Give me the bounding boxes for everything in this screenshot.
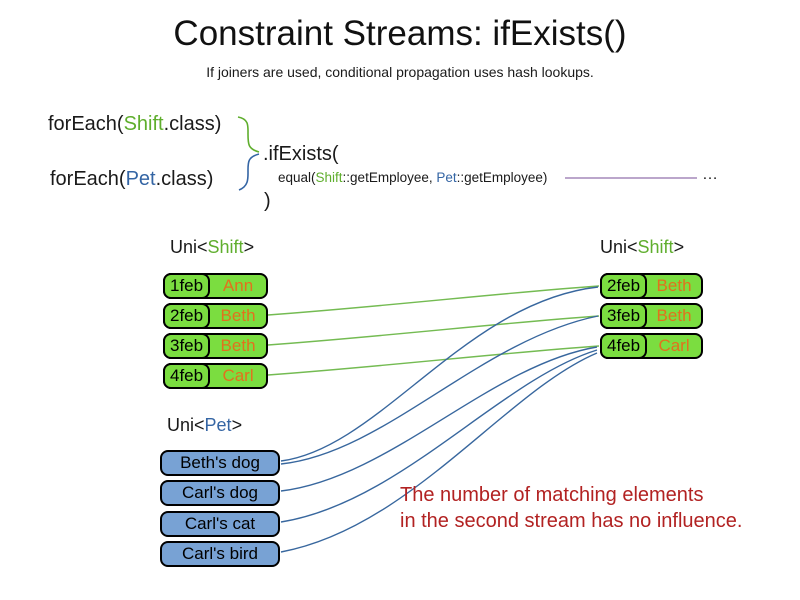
label-text: > <box>673 237 685 257</box>
code-foreach-shift: forEach(Shift.class) <box>48 113 221 136</box>
pet-class-token: Pet <box>204 415 232 435</box>
pet-row-beths-dog: Beth's dog <box>160 450 280 476</box>
green-connector-4feb <box>267 345 600 376</box>
shift-row-3feb-beth: 3feb Beth <box>600 303 703 329</box>
label-text: Uni< <box>170 237 208 257</box>
code-ifexists: .ifExists( <box>263 143 339 165</box>
code-equal-joiner: equal(Shift::getEmployee, Pet::getEmploy… <box>278 170 547 185</box>
green-connector-3feb <box>267 315 600 346</box>
left-shift-table-label: Uni<Shift> <box>170 237 254 258</box>
pet-class-token: Pet <box>125 168 156 190</box>
shift-employee-cell: Carl <box>222 366 254 385</box>
code-foreach-pet: forEach(Pet.class) <box>50 168 213 191</box>
shift-date-cell: 1feb <box>163 273 211 299</box>
shift-class-token: Shift <box>123 113 164 135</box>
shift-employee-cell: Beth <box>656 276 692 295</box>
shift-class-token: Shift <box>207 237 244 257</box>
label-text: Uni< <box>600 237 638 257</box>
page-title: Constraint Streams: ifExists() <box>173 14 627 53</box>
pet-table-label: Uni<Pet> <box>167 415 242 436</box>
shift-employee-cell: Beth <box>220 306 256 325</box>
label-text: > <box>231 415 243 435</box>
pet-row-carls-dog: Carl's dog <box>160 480 280 506</box>
label-text: > <box>243 237 255 257</box>
shift-employee-cell: Ann <box>222 276 254 295</box>
shift-row-2feb-beth: 2feb Beth <box>600 273 703 299</box>
shift-date-cell: 2feb <box>600 273 648 299</box>
annotation-line-1: The number of matching elements <box>400 484 704 506</box>
shift-employee-cell: Beth <box>656 306 692 325</box>
shift-date-cell: 4feb <box>600 333 648 359</box>
code-text: forEach( <box>50 168 126 190</box>
shift-row-4feb-carl: 4feb Carl <box>163 363 268 389</box>
shift-date-cell: 3feb <box>163 333 211 359</box>
slide-subtitle: If joiners are used, conditional propaga… <box>206 64 594 80</box>
code-close-paren: ) <box>264 190 271 212</box>
annotation-line-2: in the second stream has no influence. <box>400 510 743 532</box>
blue-connector-carlsbird-4feb <box>280 352 598 553</box>
code-text: ::getEmployee) <box>456 170 548 185</box>
label-text: Uni< <box>167 415 205 435</box>
blue-connector-bethsdog-2feb <box>280 286 599 462</box>
pet-class-token: Pet <box>436 170 457 185</box>
pet-name-cell: Beth's dog <box>180 453 260 472</box>
shift-employee-cell: Carl <box>658 336 690 355</box>
code-text: equal( <box>278 170 316 185</box>
brace-shift-segment <box>237 116 260 153</box>
code-ellipsis: … <box>702 166 718 183</box>
code-text: forEach( <box>48 113 124 135</box>
blue-connector-carlsdog-4feb <box>280 346 598 492</box>
pet-name-cell: Carl's dog <box>181 483 258 502</box>
shift-date-cell: 2feb <box>163 303 211 329</box>
pet-row-carls-bird: Carl's bird <box>160 541 280 567</box>
pet-name-cell: Carl's bird <box>182 544 258 563</box>
blue-connector-bethsdog-3feb <box>280 315 599 465</box>
right-shift-table-label: Uni<Shift> <box>600 237 684 258</box>
brace-pet-segment <box>238 153 260 191</box>
pet-row-carls-cat: Carl's cat <box>160 511 280 537</box>
shift-employee-cell: Beth <box>220 336 256 355</box>
code-text: ::getEmployee, <box>342 170 437 185</box>
shift-row-4feb-carl: 4feb Carl <box>600 333 703 359</box>
shift-row-3feb-beth: 3feb Beth <box>163 333 268 359</box>
pet-name-cell: Carl's cat <box>184 514 256 533</box>
code-text: .class) <box>163 113 222 135</box>
annotation-note: The number of matching elements in the s… <box>400 482 742 534</box>
shift-date-cell: 4feb <box>163 363 211 389</box>
blue-connector-carlscat-4feb <box>280 349 598 523</box>
shift-class-token: Shift <box>637 237 674 257</box>
shift-row-2feb-beth: 2feb Beth <box>163 303 268 329</box>
shift-row-1feb-ann: 1feb Ann <box>163 273 268 299</box>
shift-date-cell: 3feb <box>600 303 648 329</box>
shift-class-token: Shift <box>315 170 343 185</box>
code-text: .class) <box>155 168 214 190</box>
green-connector-2feb <box>267 285 600 316</box>
